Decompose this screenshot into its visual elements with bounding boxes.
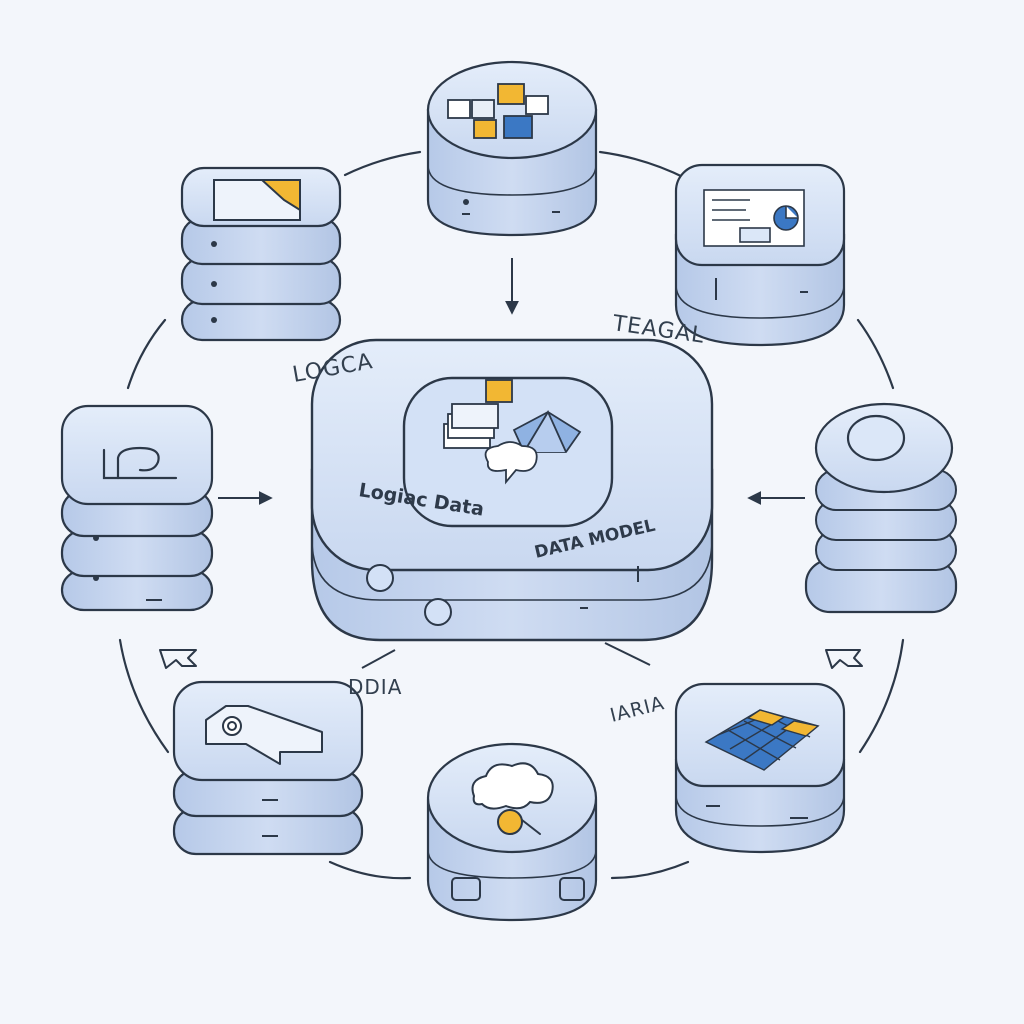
connector-bottom-right — [610, 860, 690, 880]
cloud-icon — [471, 762, 554, 835]
document-icon — [213, 179, 301, 221]
hub-port-right[interactable] — [424, 598, 452, 626]
chat-icon — [484, 441, 538, 485]
connector-left-lower — [118, 638, 170, 754]
hub-port-left[interactable] — [366, 564, 394, 592]
db-bottom-right[interactable] — [674, 682, 846, 854]
db-top[interactable] — [426, 60, 598, 237]
connector-top-right — [598, 150, 687, 180]
central-hub[interactable]: Logiac Data DATA MODEL — [310, 338, 714, 642]
db-bottom[interactable] — [426, 742, 598, 922]
db-left[interactable] — [60, 404, 214, 612]
tick-iaria — [604, 642, 651, 666]
stack-icon — [443, 379, 513, 449]
db-bottom-left[interactable] — [172, 680, 364, 856]
tag-icon — [205, 705, 323, 765]
report-icon — [703, 189, 805, 247]
db-top-left[interactable] — [180, 166, 342, 342]
disk-icon — [846, 414, 906, 462]
db-right[interactable] — [804, 402, 958, 614]
connector-right-lower — [858, 638, 905, 754]
label-ddia: DDIA — [348, 675, 402, 699]
label-iaria: IARIA — [608, 692, 667, 727]
connector-right-upper — [856, 318, 895, 390]
cursor-icon-right — [825, 649, 863, 669]
blocks-icon — [447, 83, 549, 139]
cursor-icons — [159, 649, 863, 669]
db-top-right[interactable] — [674, 163, 846, 347]
grid-icon — [704, 709, 820, 771]
chart-icon — [102, 446, 178, 480]
connector-left-upper — [126, 318, 167, 390]
connector-top-left — [343, 150, 422, 177]
ring-connectors — [118, 150, 905, 880]
cursor-icon-left — [159, 649, 197, 669]
connector-bottom-left — [328, 860, 412, 880]
tick-ddia — [361, 649, 396, 669]
